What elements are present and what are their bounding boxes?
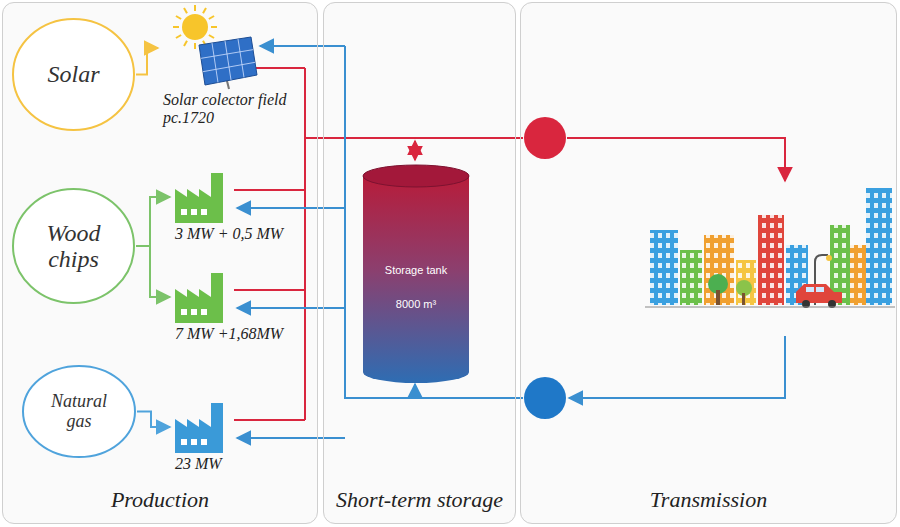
factory-icon	[171, 167, 287, 265]
boiler-plant: 7 MW +1,68MW	[171, 267, 287, 365]
solar-collector: Solar colector field pc.1720	[159, 3, 305, 135]
supply-pump	[524, 117, 566, 159]
storage-panel: Short-term storage Storage tank 8000 m³	[323, 2, 516, 524]
node-label: Storage tank	[385, 264, 447, 276]
node-label: 23 MW	[173, 455, 224, 473]
source-circle: Solar	[11, 17, 136, 132]
production-panel: Production SolarSolar colector field pc.1…	[2, 2, 318, 524]
node-label: Natural gas	[39, 392, 119, 432]
supply-line	[234, 68, 785, 420]
fuel-connector	[137, 412, 170, 428]
boiler-plant: 3 MW + 0,5 MW	[171, 167, 287, 265]
panel-ground	[520, 2, 897, 524]
fuel-connector	[136, 246, 170, 297]
factory-icon	[171, 267, 287, 365]
boiler-plant: 23 MW	[171, 397, 281, 483]
node-label: Solar	[47, 61, 99, 87]
panel-heading: Short-term storage	[336, 487, 503, 513]
panel-heading: Transmission	[650, 487, 767, 513]
storage-tank: Storage tank 8000 m³	[361, 164, 471, 384]
fuel-connector	[136, 197, 170, 246]
node-label: Solar colector field pc.1720	[161, 91, 299, 127]
source-circle: Natural gas	[21, 364, 137, 459]
fuel-connector	[136, 48, 158, 75]
node-label: Wood chips	[30, 220, 118, 273]
return-pump	[524, 377, 566, 419]
node-label: 7 MW +1,68MW	[173, 325, 285, 343]
source-circle: Wood chips	[11, 187, 136, 305]
panel-ground	[2, 2, 318, 524]
panel-heading: Production	[111, 487, 209, 513]
node-label: 3 MW + 0,5 MW	[173, 225, 285, 243]
transmission-panel: Transmission	[520, 2, 897, 524]
return-line	[237, 46, 785, 438]
node-label: 8000 m³	[396, 298, 436, 310]
panel-ground	[323, 2, 516, 524]
city-illustration	[645, 188, 895, 308]
